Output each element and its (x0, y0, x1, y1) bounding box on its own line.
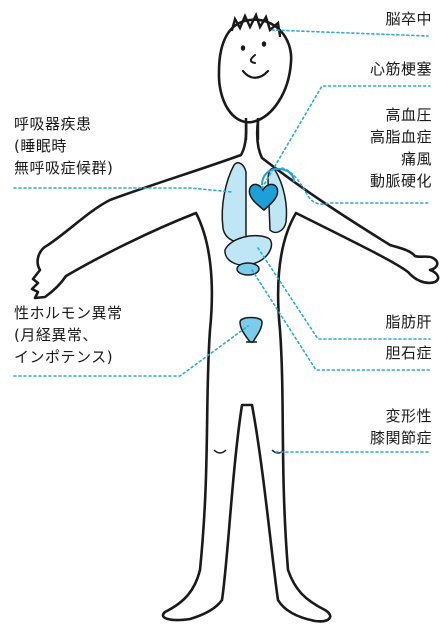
leader-stroke (272, 30, 428, 36)
label-line: 痛風 (370, 148, 432, 170)
label-line: 呼吸器疾患 (14, 113, 113, 135)
label-stroke: 脳卒中 (385, 10, 432, 29)
label-metabolic: 高血圧高脂血症痛風動脈硬化 (370, 104, 432, 192)
eye-left (241, 45, 245, 51)
leader-respiratory (14, 188, 232, 192)
label-line: 無呼吸症候群) (14, 157, 113, 179)
label-heart-attack: 心筋梗塞 (370, 60, 432, 79)
gallbladder-organ (237, 263, 259, 275)
label-line: 動脈硬化 (370, 170, 432, 192)
label-fatty-liver: 脂肪肝 (385, 313, 432, 332)
label-line: (睡眠時 (14, 135, 113, 157)
label-hormone: 性ホルモン異常(月経異常、インポテンス) (14, 302, 123, 368)
label-gallstone: 胆石症 (385, 344, 432, 363)
label-line: 心筋梗塞 (370, 60, 432, 79)
knee-left (214, 450, 226, 453)
label-respiratory: 呼吸器疾患(睡眠時無呼吸症候群) (14, 113, 113, 179)
label-line: (月経異常、 (14, 324, 123, 346)
label-line: 変形性 (370, 405, 432, 427)
label-line: 高血圧 (370, 104, 432, 126)
label-line: 膝関節症 (370, 427, 432, 449)
label-line: 脳卒中 (385, 10, 432, 29)
lung-left (222, 163, 246, 242)
label-line: インポテンス) (14, 346, 123, 368)
label-line: 脂肪肝 (385, 313, 432, 332)
label-line: 胆石症 (385, 344, 432, 363)
label-line: 性ホルモン異常 (14, 302, 123, 324)
eye-right (262, 41, 266, 47)
label-knee: 変形性膝関節症 (370, 405, 432, 449)
label-line: 高脂血症 (370, 126, 432, 148)
